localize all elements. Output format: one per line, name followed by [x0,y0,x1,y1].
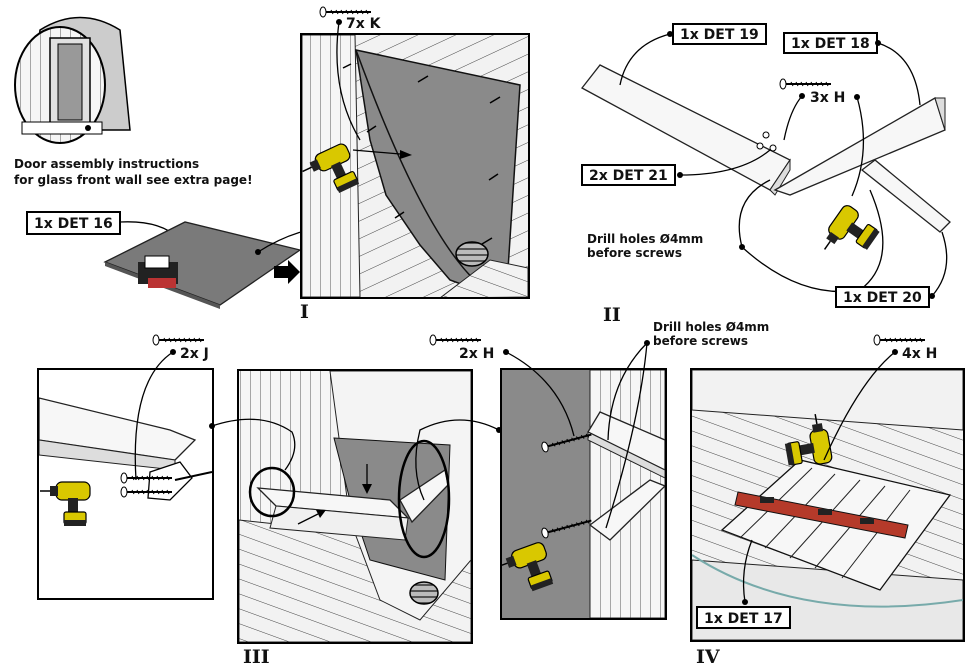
drill-note-b-line1: Drill holes Ø4mm [653,320,769,334]
screw-h4-icon [873,334,926,346]
door-note-line2: for glass front wall see extra page! [14,173,253,187]
det21-label: 2x DET 21 [589,168,668,184]
panel-seat-support [500,368,667,620]
step-4-numeral: IV [696,646,721,668]
step-3-numeral: III [243,646,270,668]
det16-panel [103,221,302,309]
screw-h3-icon [779,78,832,90]
door-note-line1: Door assembly instructions [14,157,199,171]
det21-label-box [581,164,676,186]
panel-step-4 [690,368,965,642]
det20-label-box [835,286,930,308]
drill-note-a-line2: before screws [587,246,682,260]
step-2-numeral: II [603,304,621,326]
panel-step-1 [298,33,530,299]
det18-label: 1x DET 18 [791,36,870,52]
drill-note-a-line1: Drill holes Ø4mm [587,232,703,246]
det16-label: 1x DET 16 [34,216,113,232]
panel-step-2 [581,64,951,271]
step-1-numeral: I [300,301,309,323]
det20-label: 1x DET 20 [843,290,922,306]
det17-label: 1x DET 17 [704,611,783,627]
screw-j-qty: 2x J [180,346,209,362]
det16-label-box [26,211,121,235]
drill-note-b-line2: before screws [653,334,748,348]
screw-h4-qty: 4x H [902,346,937,362]
panel-step-3 [237,369,473,644]
det19-label: 1x DET 19 [680,27,759,43]
screw-h2-icon [429,334,482,346]
screw-k-qty: 7x K [346,16,382,32]
det17-label-box [696,606,791,629]
barrel-sauna-thumbnail [14,16,131,144]
screw-h3-qty: 3x H [810,90,845,106]
screw-j-icon [152,334,205,346]
screw-h2-qty: 2x H [459,346,494,362]
right-arrow-icon [274,260,300,284]
panel-bracket-detail [37,368,214,600]
